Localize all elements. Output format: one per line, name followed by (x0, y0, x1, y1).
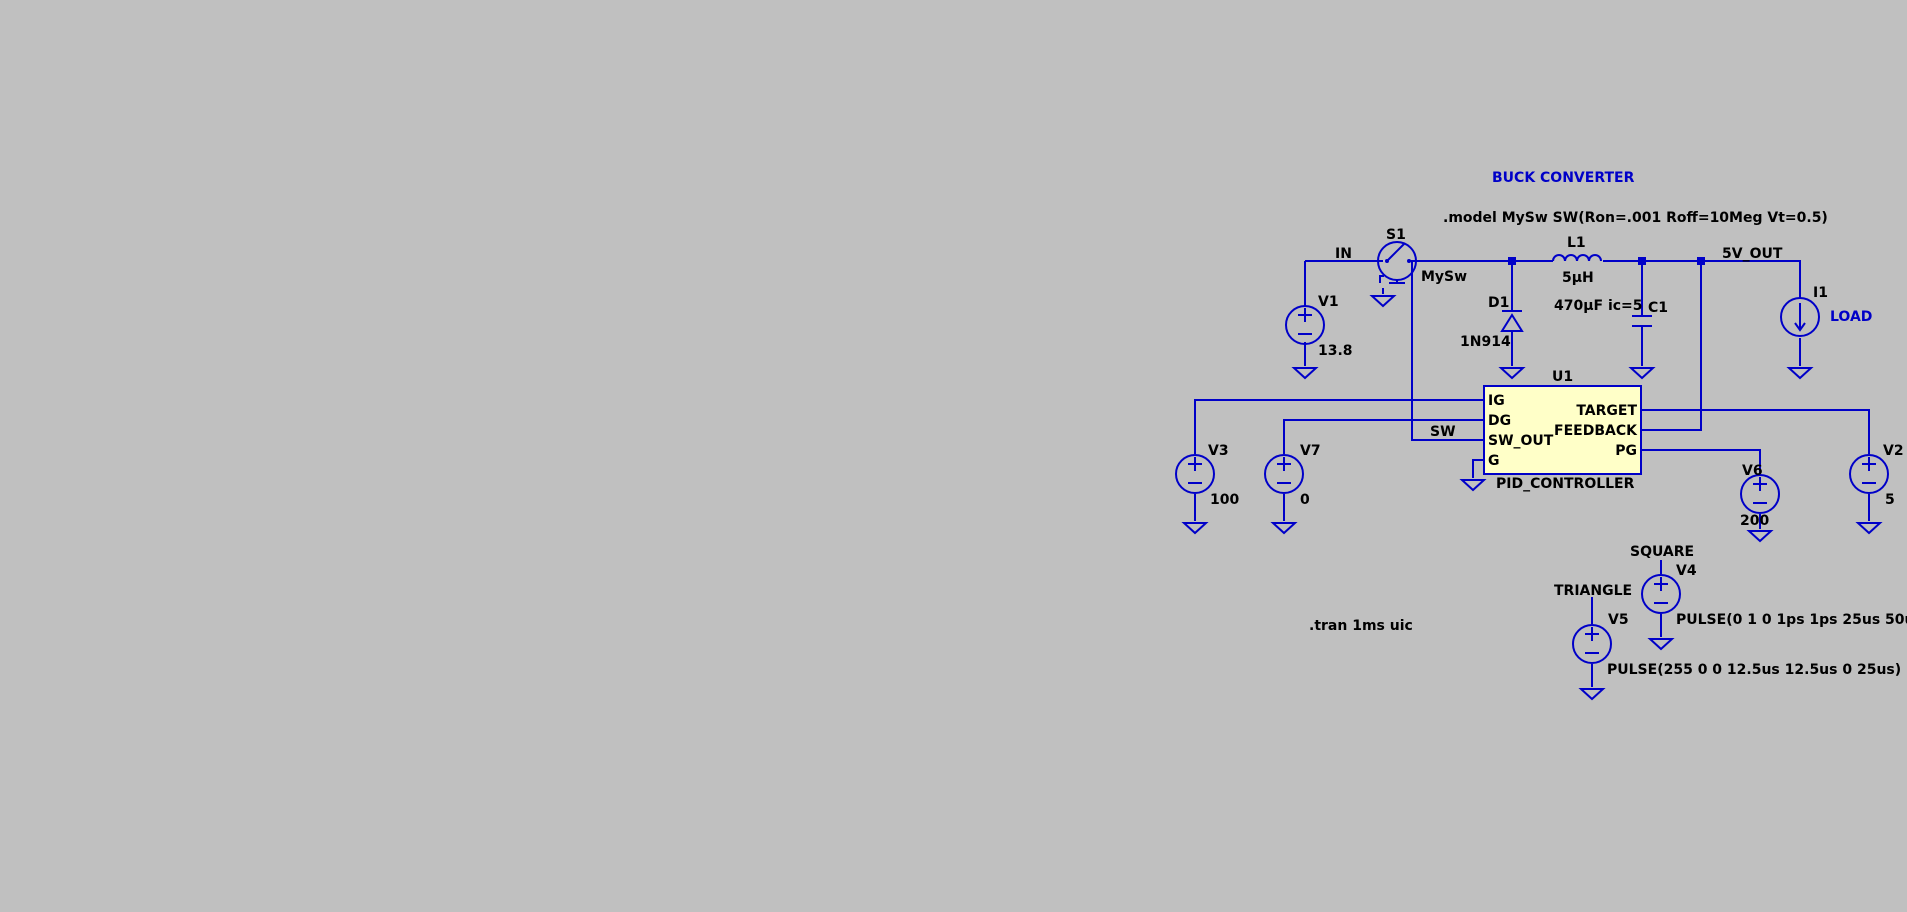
ground-icon (1183, 522, 1207, 534)
ground-icon (1630, 367, 1654, 379)
wire-dg (1283, 419, 1484, 454)
v5-name: V5 (1608, 612, 1629, 628)
voltage-source-v3[interactable]: V3 100 (1175, 443, 1239, 508)
v2-value: 5 (1885, 492, 1895, 508)
i1-name: I1 (1813, 285, 1828, 301)
voltage-source-v2[interactable]: V2 5 (1849, 443, 1904, 508)
junctions (1508, 257, 1705, 265)
ground-icon (1272, 522, 1296, 534)
net-label-sw[interactable]: SW (1430, 424, 1456, 440)
schematic-title: BUCK CONVERTER (1492, 170, 1635, 186)
pin-ig: IG (1488, 393, 1505, 409)
pin-sw-out: SW_OUT (1488, 433, 1554, 449)
pin-dg: DG (1488, 413, 1511, 429)
v1-value: 13.8 (1318, 343, 1353, 359)
pin-feedback: FEEDBACK (1554, 423, 1638, 439)
model-directive[interactable]: .model MySw SW(Ron=.001 Roff=10Meg Vt=0.… (1443, 210, 1828, 226)
pin-target: TARGET (1576, 403, 1637, 419)
current-source-i1[interactable]: I1 LOAD (1780, 285, 1872, 337)
v5-value: PULSE(255 0 0 12.5us 12.5us 0 25us) (1607, 662, 1901, 678)
wires (1194, 260, 1870, 687)
l1-value: 5µH (1562, 270, 1594, 286)
s1-name: S1 (1386, 227, 1406, 243)
net-label-square[interactable]: SQUARE (1630, 544, 1694, 560)
c1-value: 470µF ic=5 (1554, 298, 1643, 314)
v7-value: 0 (1300, 492, 1310, 508)
net-label-in[interactable]: IN (1335, 246, 1352, 262)
ground-icon (1293, 367, 1317, 379)
ground-icon (1788, 367, 1812, 379)
wire-target (1641, 409, 1870, 454)
u1-value: PID_CONTROLLER (1496, 476, 1635, 492)
ground-icon (1748, 530, 1772, 542)
wire-feedback (1641, 261, 1702, 431)
d1-value: 1N914 (1460, 334, 1511, 350)
v3-name: V3 (1208, 443, 1229, 459)
pin-pg: PG (1615, 443, 1637, 459)
v1-name: V1 (1318, 294, 1339, 310)
ground-icon (1461, 479, 1485, 491)
wire-pg (1641, 449, 1761, 474)
tran-directive[interactable]: .tran 1ms uic (1309, 618, 1413, 634)
net-label-triangle[interactable]: TRIANGLE (1554, 583, 1632, 599)
wire-ig (1194, 399, 1484, 454)
v3-value: 100 (1210, 492, 1239, 508)
switch-s1[interactable]: S1 MySw (1371, 227, 1467, 307)
d1-name: D1 (1488, 295, 1509, 311)
voltage-source-v5[interactable]: V5 PULSE(255 0 0 12.5us 12.5us 0 25us) (1572, 612, 1901, 678)
wire-power-rail (1410, 260, 1801, 298)
v6-name: V6 (1742, 463, 1763, 479)
ground-icon (1500, 367, 1524, 379)
v7-name: V7 (1300, 443, 1321, 459)
ground-icon (1649, 638, 1673, 650)
diode-d1[interactable]: D1 1N914 (1460, 295, 1524, 350)
v4-name: V4 (1676, 563, 1697, 579)
block-u1[interactable]: U1 PID_CONTROLLER IG DG SW_OUT G TARGET … (1483, 369, 1642, 492)
voltage-source-v6[interactable]: V6 200 (1740, 463, 1780, 529)
wire-g (1472, 459, 1484, 478)
ground-icon (1580, 688, 1604, 700)
l1-name: L1 (1567, 235, 1586, 251)
u1-name: U1 (1552, 369, 1573, 385)
c1-name: C1 (1648, 300, 1668, 316)
capacitor-c1[interactable]: C1 470µF ic=5 (1554, 298, 1668, 327)
net-label-5v-out[interactable]: 5V_OUT (1722, 246, 1783, 262)
v6-value: 200 (1740, 513, 1769, 529)
voltage-source-v7[interactable]: V7 0 (1264, 443, 1321, 508)
voltage-source-v4[interactable]: V4 PULSE(0 1 0 1ps 1ps 25us 50us) (1641, 563, 1907, 628)
voltage-source-v1[interactable]: V1 13.8 (1285, 294, 1353, 359)
v4-value: PULSE(0 1 0 1ps 1ps 25us 50us) (1676, 612, 1907, 628)
wire-sw-out (1411, 261, 1484, 441)
s1-value: MySw (1421, 269, 1467, 285)
pin-g: G (1488, 453, 1500, 469)
inductor-l1[interactable]: L1 5µH (1552, 235, 1602, 286)
i1-value: LOAD (1830, 309, 1872, 325)
v2-name: V2 (1883, 443, 1904, 459)
ground-icon (1857, 522, 1881, 534)
wire-in (1304, 260, 1383, 307)
